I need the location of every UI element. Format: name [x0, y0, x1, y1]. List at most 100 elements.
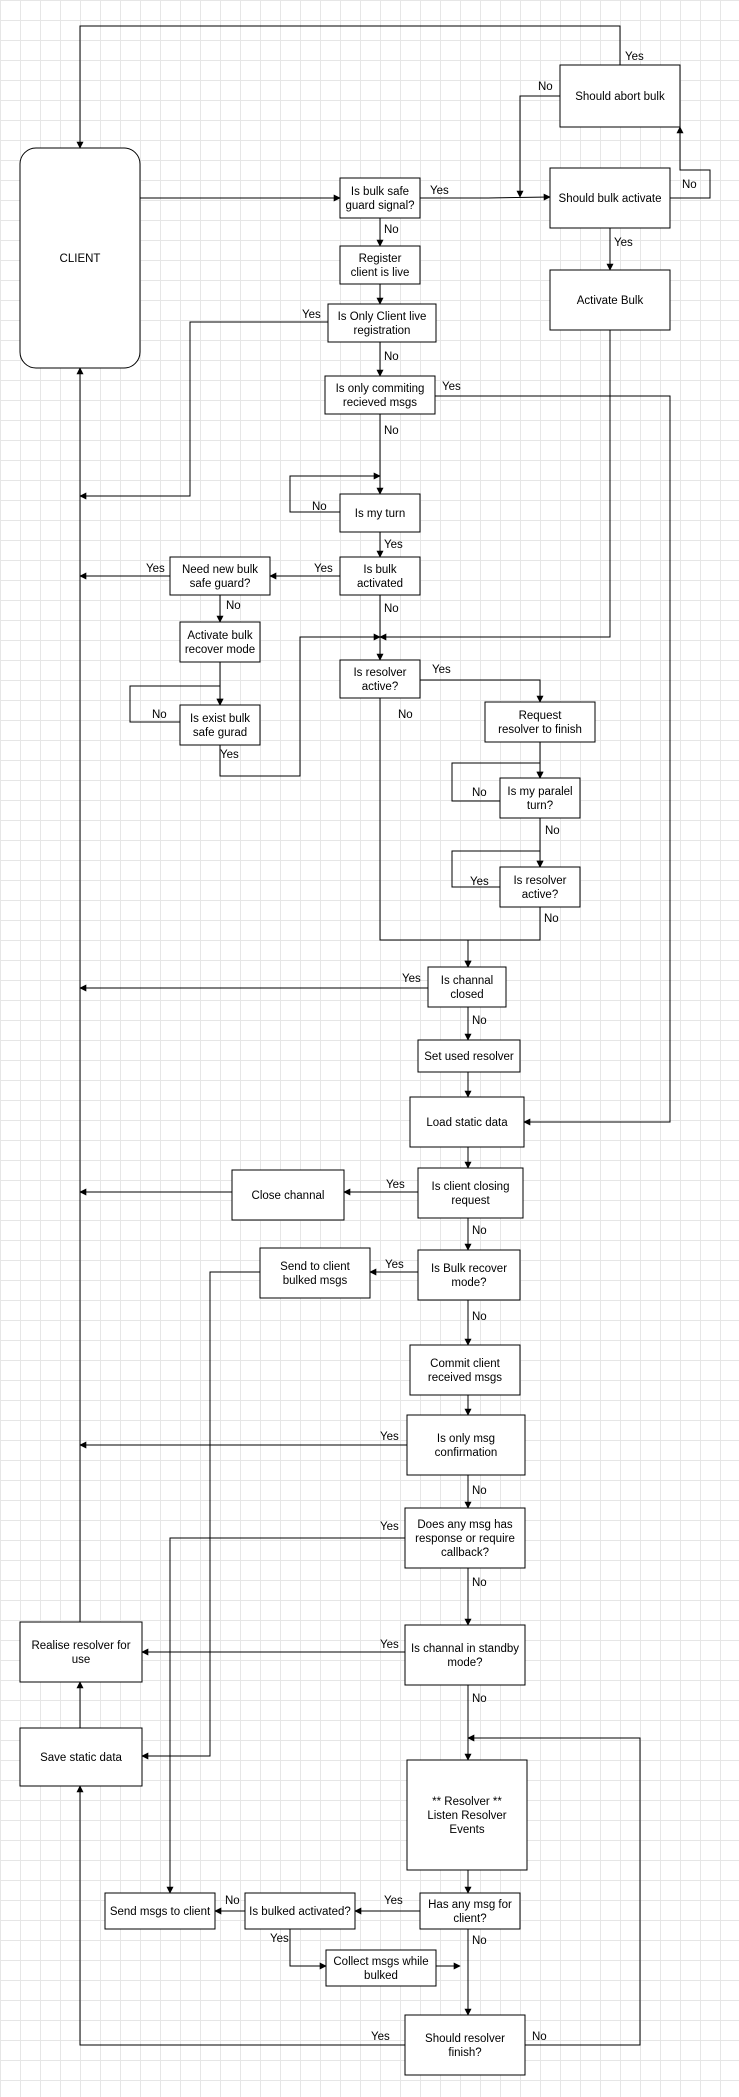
node-should-bulk-activate: Should bulk activate	[549, 167, 671, 229]
edge-line	[76, 1785, 405, 2046]
edge-label: No	[472, 1693, 487, 1705]
node-label: Should abort bulk	[575, 91, 665, 103]
node-label: request	[451, 1195, 490, 1207]
edge-label: No	[472, 1577, 487, 1589]
edge-label: Yes	[432, 664, 451, 676]
node-label: Register	[359, 253, 402, 265]
node-label: Is client closing	[432, 1181, 510, 1193]
edge-label: No	[472, 1935, 487, 1947]
edge-line	[141, 1271, 260, 1760]
node-label: mode?	[447, 1657, 482, 1669]
edge-line	[76, 25, 621, 149]
node-box	[339, 177, 421, 219]
edge-label: Yes	[220, 749, 239, 761]
node-label: ** Resolver **	[432, 1796, 502, 1808]
edge-line	[451, 850, 544, 888]
node-label: Collect msgs while	[333, 1956, 428, 1968]
node-box	[417, 1249, 521, 1301]
edge-label: No	[398, 709, 413, 721]
node-label: Should resolver	[425, 2033, 505, 2045]
edge-line	[670, 126, 711, 199]
node-label: bulked	[364, 1970, 398, 1982]
node-label: finish?	[448, 2047, 481, 2059]
edge-label: Yes	[146, 563, 165, 575]
node-label: Set used resolver	[424, 1051, 514, 1063]
edge-label: No	[545, 825, 560, 837]
node-label: registration	[354, 325, 411, 337]
edge-label: Yes	[302, 309, 321, 321]
node-box	[339, 493, 421, 533]
node-box	[339, 245, 421, 285]
edge-line	[420, 193, 551, 201]
edge-label: Yes	[314, 563, 333, 575]
edge-line	[379, 330, 611, 641]
node-label: Is resolver	[353, 667, 406, 679]
edge-label: No	[152, 709, 167, 721]
node-box	[19, 1621, 143, 1683]
node-label: Need new bulk	[182, 564, 258, 576]
edge-label: Yes	[430, 185, 449, 197]
node-label: Is resolver	[513, 875, 566, 887]
node-label: Is bulked activated?	[249, 1906, 351, 1918]
node-box	[325, 1949, 437, 1987]
node-box	[409, 1344, 521, 1396]
node-label: Is Bulk recover	[431, 1263, 507, 1275]
node-label: Is exist bulk	[190, 713, 250, 725]
edge-line	[467, 1734, 641, 2046]
node-abort-bulk: Should abort bulk	[559, 64, 681, 128]
node-save-static: Save static data	[19, 1727, 143, 1787]
node-label: Is only commiting	[336, 383, 425, 395]
node-label: Load static data	[426, 1117, 508, 1129]
edge-label: Yes	[614, 237, 633, 249]
node-label: active?	[362, 681, 398, 693]
node-label: Is my paralel	[507, 786, 572, 798]
edge-line	[420, 679, 544, 703]
edge-label: Yes	[625, 51, 644, 63]
node-label: recover mode	[185, 644, 255, 656]
node-box	[339, 556, 421, 596]
node-box	[406, 1414, 526, 1476]
edge-line	[464, 907, 541, 968]
node-label: Send msgs to client	[110, 1906, 211, 1918]
node-label: client?	[453, 1913, 486, 1925]
node-label: safe gurad	[193, 727, 247, 739]
edge-label: Yes	[442, 381, 461, 393]
edge-line	[219, 633, 381, 777]
node-box	[19, 1727, 143, 1787]
edge-line	[79, 321, 328, 500]
edge-line	[289, 472, 381, 513]
edge-label: No	[472, 1015, 487, 1027]
node-label: Events	[449, 1824, 484, 1836]
node-resolver-active-1: Is resolver active?	[339, 659, 421, 699]
node-label: closed	[450, 989, 483, 1001]
node-box	[324, 375, 436, 415]
node-label: Does any msg has	[417, 1519, 512, 1531]
node-label: Is bulk	[363, 564, 396, 576]
node-label: use	[72, 1654, 91, 1666]
node-label: Is channal in standby	[411, 1643, 519, 1655]
node-box	[404, 1507, 526, 1569]
node-box	[427, 966, 507, 1008]
edge-label: No	[384, 224, 399, 236]
node-box	[231, 1169, 345, 1221]
node-label: safe guard?	[190, 578, 251, 590]
edge-label: No	[312, 501, 327, 513]
node-box	[404, 1624, 526, 1686]
node-label: Request	[519, 710, 563, 722]
node-send-msgs: Send msgs to client	[104, 1892, 216, 1930]
node-label: resolver to finish	[498, 724, 582, 736]
node-set-resolver: Set used resolver	[417, 1039, 521, 1073]
node-box	[417, 1039, 521, 1073]
node-label: received msgs	[428, 1372, 502, 1384]
edge-line	[516, 95, 560, 198]
edge-line	[451, 762, 544, 802]
